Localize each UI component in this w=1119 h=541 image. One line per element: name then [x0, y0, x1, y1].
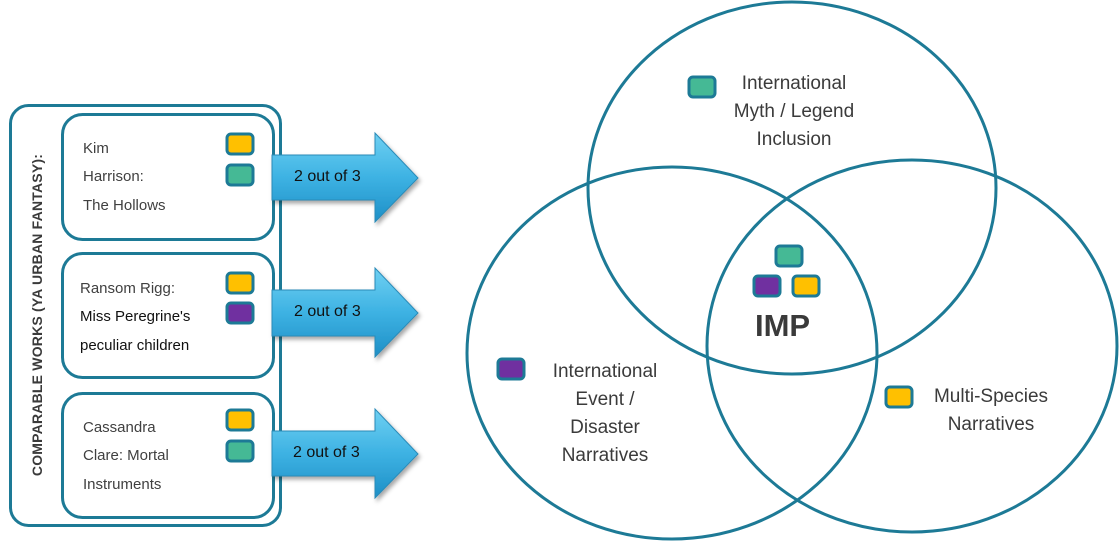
marker-species-icon: [225, 408, 255, 432]
book-3-line-2: Clare: Mortal: [83, 447, 169, 464]
venn-circle-myth: [586, 0, 998, 376]
book-3-line-3: Instruments: [83, 476, 162, 493]
match-label-2: 2 out of 3: [294, 303, 361, 320]
set-label-event-line-1: International: [552, 361, 658, 382]
match-arrow-2: [271, 266, 419, 359]
marker-species-icon: [225, 271, 255, 295]
set-label-species-line-2: Narratives: [947, 414, 1035, 435]
intersection-species-icon: [791, 274, 821, 298]
set-label-event-line-4: Narratives: [561, 445, 649, 466]
set-label-event-line-2: Event /: [575, 389, 635, 410]
legend-event-icon: [496, 357, 526, 381]
set-label-species: Multi-Species Narratives: [916, 383, 1066, 439]
book-1-line-1: Kim: [83, 140, 109, 157]
marker-myth-icon: [225, 163, 255, 187]
set-label-species-line-1: Multi-Species: [933, 386, 1049, 407]
match-label-1: 2 out of 3: [294, 168, 361, 185]
match-arrow-3: [271, 407, 419, 500]
legend-myth-icon: [687, 75, 717, 99]
intersection-label: IMP: [755, 308, 811, 343]
set-label-myth-line-3: Inclusion: [756, 129, 832, 150]
set-label-myth-line-2: Myth / Legend: [733, 101, 855, 122]
set-label-event: International Event / Disaster Narrative…: [530, 358, 680, 470]
comparable-works-title: COMPARABLE WORKS (YA URBAN FANTASY):: [29, 153, 45, 477]
marker-myth-icon: [225, 439, 255, 463]
match-label-3: 2 out of 3: [293, 444, 360, 461]
set-label-event-line-3: Disaster: [570, 417, 640, 438]
book-3-line-1: Cassandra: [83, 419, 156, 436]
venn-diagram: [465, 0, 1119, 541]
venn-circle-species: [705, 158, 1119, 534]
book-2-line-1: Ransom Rigg:: [80, 280, 176, 297]
legend-species-icon: [884, 385, 914, 409]
book-2-line-3: peculiar children: [80, 337, 190, 354]
intersection-event-icon: [752, 274, 782, 298]
marker-species-icon: [225, 132, 255, 156]
venn-circle-event: [465, 165, 879, 541]
intersection-myth-icon: [774, 244, 804, 268]
match-arrow-1: [271, 131, 419, 224]
set-label-myth-line-1: International: [741, 73, 847, 94]
book-1-line-3: The Hollows: [83, 197, 166, 214]
set-label-myth: International Myth / Legend Inclusion: [714, 70, 874, 154]
book-1-line-2: Harrison:: [83, 168, 144, 185]
marker-event-icon: [225, 301, 255, 325]
book-2-line-2: Miss Peregrine's: [80, 308, 191, 325]
